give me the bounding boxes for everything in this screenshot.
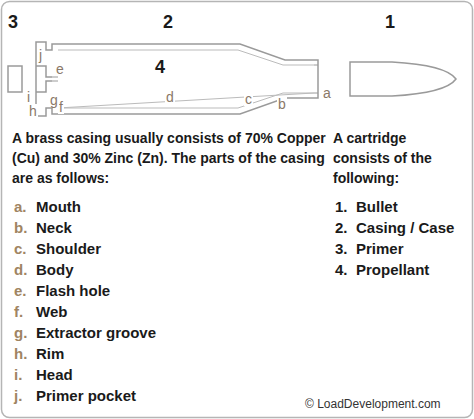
list-number: 4. <box>335 261 348 278</box>
casing-outline <box>36 42 318 116</box>
list-number: 2. <box>335 219 348 236</box>
part-letter: i <box>26 90 31 104</box>
callout-number: 1 <box>385 12 395 33</box>
list-marker: i. <box>14 366 22 383</box>
list-item: Head <box>36 366 73 383</box>
list-item: Flash hole <box>36 282 110 299</box>
list-item: Propellant <box>356 261 429 278</box>
list-marker: j. <box>14 387 22 404</box>
callout-number: 3 <box>8 12 18 33</box>
primer <box>8 66 22 92</box>
note: A brass casing usually consists of 70% C… <box>12 128 327 188</box>
list-marker: f. <box>14 303 23 320</box>
list-marker: g. <box>14 324 27 341</box>
part-letter: g <box>49 93 59 107</box>
note: A cartridge consists of the following: <box>333 128 465 188</box>
part-letter: a <box>322 86 332 100</box>
list-marker: e. <box>14 282 27 299</box>
list-item: Web <box>36 303 67 320</box>
list-item: Primer <box>356 240 404 257</box>
list-item: Rim <box>36 345 64 362</box>
part-letter: f <box>58 100 64 114</box>
list-marker: h. <box>14 345 27 362</box>
list-marker: d. <box>14 261 27 278</box>
list-marker: c. <box>14 240 27 257</box>
part-letter: e <box>55 62 65 76</box>
inner-wall <box>58 50 314 108</box>
list-item: Shoulder <box>36 240 101 257</box>
part-letter: b <box>277 97 287 111</box>
list-item: Neck <box>36 219 72 236</box>
part-letter: d <box>165 90 175 104</box>
part-letter: c <box>244 92 253 106</box>
list-number: 3. <box>335 240 348 257</box>
list-item: Bullet <box>356 198 398 215</box>
list-marker: a. <box>14 198 27 215</box>
list-number: 1. <box>335 198 348 215</box>
primer-pocket <box>36 66 52 92</box>
bullet <box>350 62 456 96</box>
list-item: Primer pocket <box>36 387 136 404</box>
part-letter: h <box>28 104 38 118</box>
list-item: Body <box>36 261 74 278</box>
list-marker: b. <box>14 219 27 236</box>
watermark: © LoadDevelopment.com <box>305 397 441 411</box>
part-letter: j <box>38 48 43 62</box>
callout-number: 2 <box>163 12 173 33</box>
list-item: Mouth <box>36 198 81 215</box>
callout-number: 4 <box>155 57 165 78</box>
list-item: Casing / Case <box>356 219 454 236</box>
list-item: Extractor groove <box>36 324 156 341</box>
